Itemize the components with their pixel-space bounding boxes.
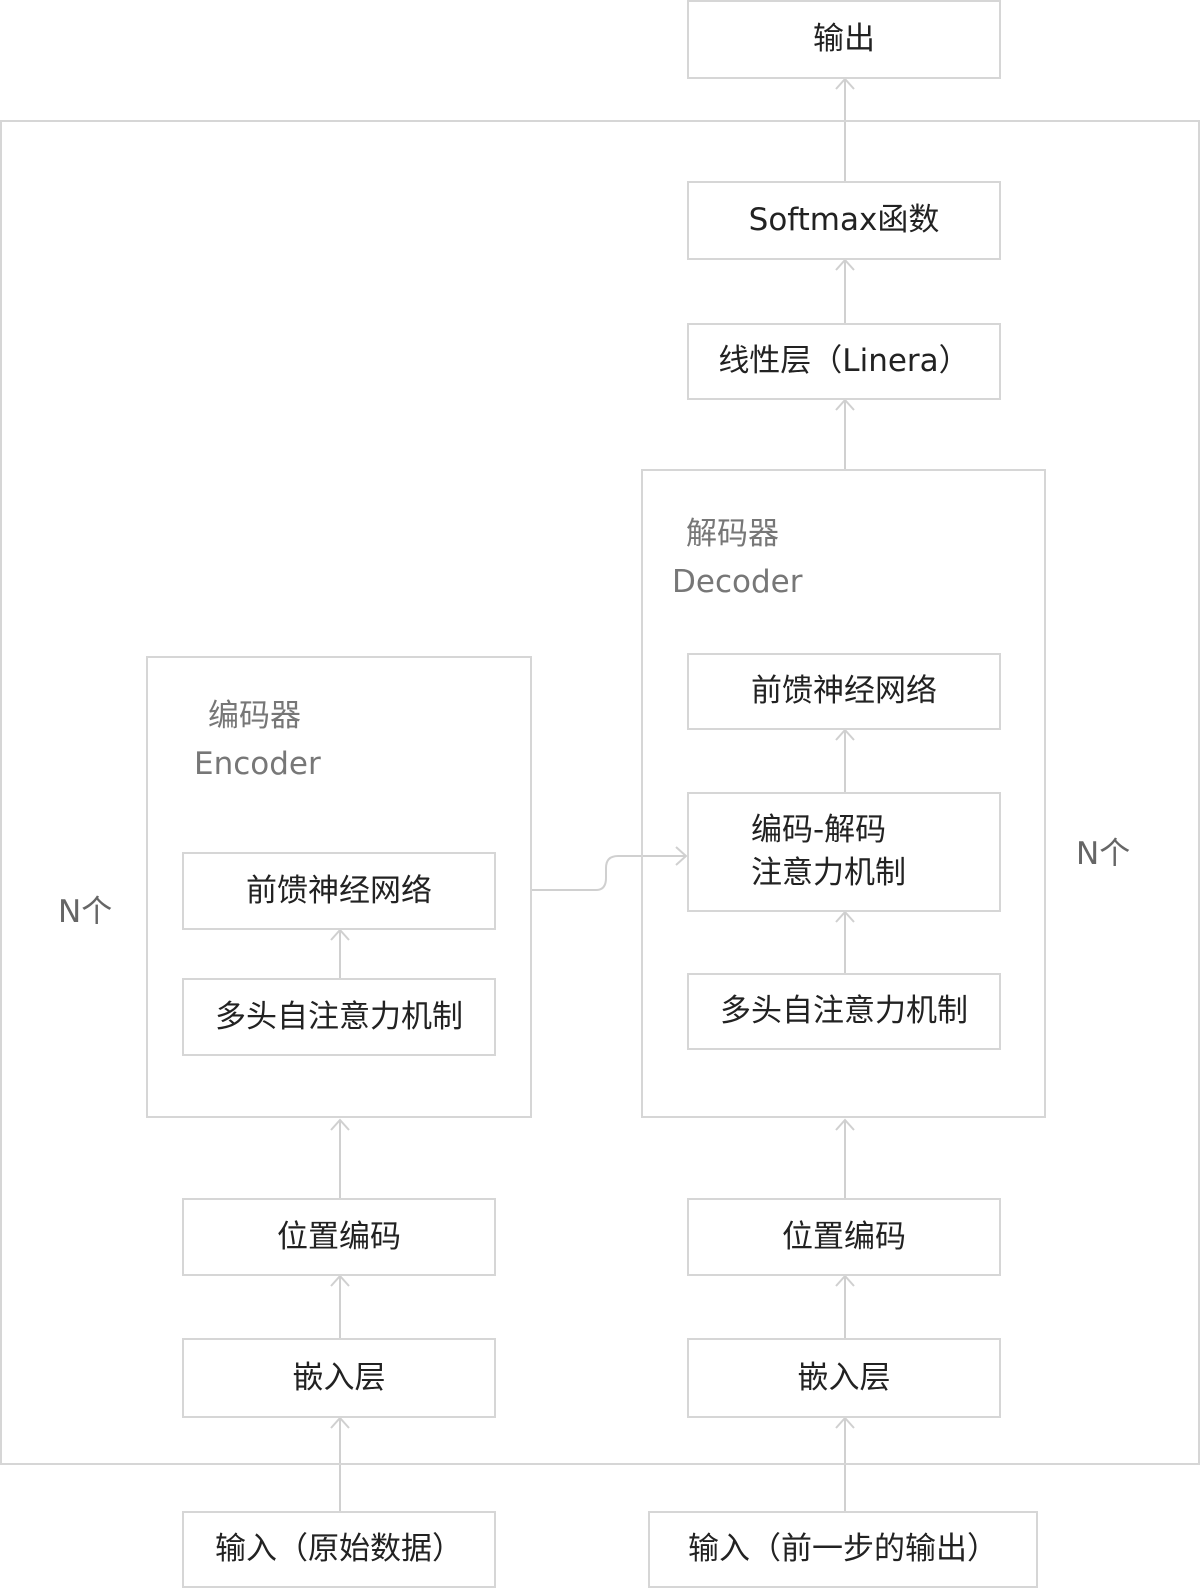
decoder-cross-attention-node: 编码-解码 注意力机制 [687,792,1001,912]
decoder-input-node: 输入（前一步的输出） [648,1511,1038,1588]
decoder-block [641,469,1046,1118]
encoder-title-zh: 编码器 [208,698,301,734]
decoder-feed-forward-node: 前馈神经网络 [687,653,1001,730]
decoder-title-zh: 解码器 [686,516,779,552]
linear-layer-node: 线性层（Linera） [687,323,1001,400]
layer-count-right: N个 [1076,836,1131,872]
decoder-title-en: Decoder [672,564,803,600]
output-node: 输出 [687,0,1001,79]
cross-attention-label-line1: 编码-解码 [751,812,887,849]
decoder-embedding-node: 嵌入层 [687,1338,1001,1418]
encoder-feed-forward-node: 前馈神经网络 [182,852,496,930]
stack-frame [0,120,1200,1465]
encoder-title-en: Encoder [194,746,321,782]
encoder-embedding-node: 嵌入层 [182,1338,496,1418]
layer-count-left: N个 [58,894,113,930]
encoder-input-node: 输入（原始数据） [182,1511,496,1588]
encoder-positional-encoding-node: 位置编码 [182,1198,496,1276]
cross-attention-label-line2: 注意力机制 [751,855,906,891]
encoder-block [146,656,532,1118]
decoder-self-attention-node: 多头自注意力机制 [687,973,1001,1050]
encoder-self-attention-node: 多头自注意力机制 [182,978,496,1056]
softmax-node: Softmax函数 [687,181,1001,260]
decoder-positional-encoding-node: 位置编码 [687,1198,1001,1276]
